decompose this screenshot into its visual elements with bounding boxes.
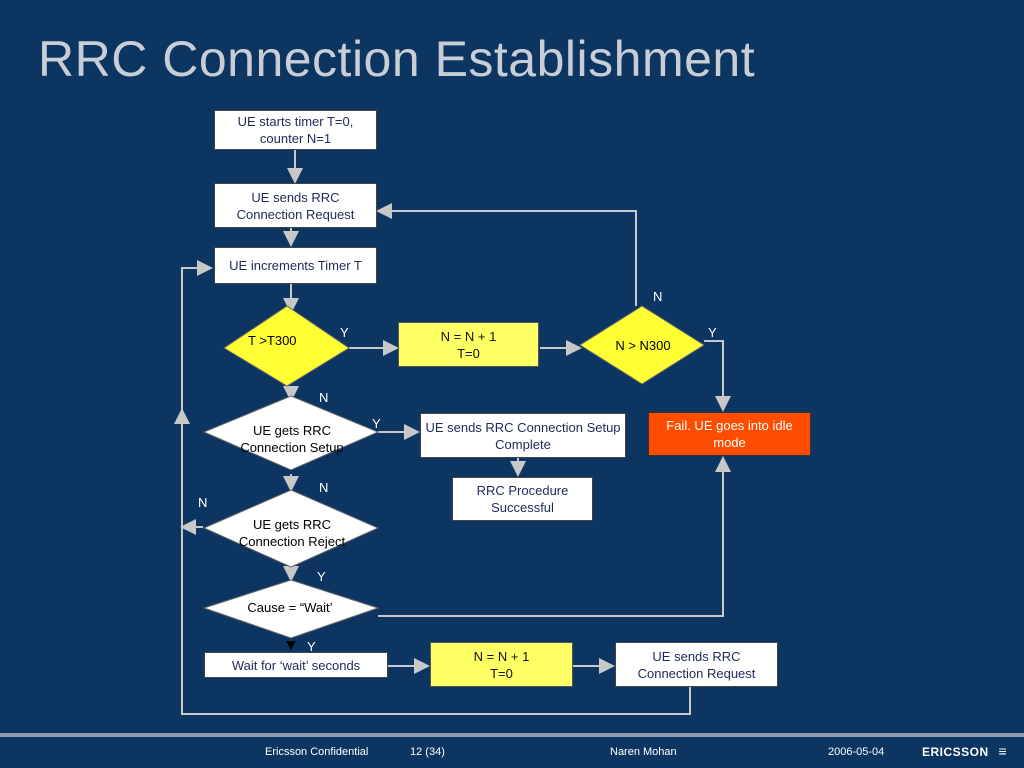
setup-label: UE gets RRC Connection Setup xyxy=(240,423,344,455)
label-y-reject: Y xyxy=(317,569,326,584)
increment-n-text-bottom: N = N + 1 T=0 xyxy=(473,648,530,681)
label-n-t300: N xyxy=(319,390,329,405)
reject-label: UE gets RRC Connection Reject xyxy=(238,517,346,549)
increment-timer-box: UE increments Timer T xyxy=(214,247,377,284)
wait-label: Cause = “Wait’ xyxy=(247,600,333,615)
decision-reject xyxy=(202,489,380,568)
label-y-t300: Y xyxy=(340,325,349,340)
arrow-wait-to-waitbox xyxy=(286,641,296,650)
footer-divider xyxy=(0,733,1024,737)
decision-setup xyxy=(202,395,380,471)
ericsson-logo: ERICSSON ≡ xyxy=(922,743,1007,759)
success-box: RRC Procedure Successful xyxy=(452,477,593,521)
arrow-n300-loop-to-request xyxy=(376,203,637,306)
slide-title: RRC Connection Establishment xyxy=(38,31,756,87)
label-y-setup: Y xyxy=(372,416,381,431)
arrow-loop-to-timer xyxy=(181,260,691,715)
footer-page: 12 (34) xyxy=(410,746,445,758)
start-box: UE starts timer T=0, counter N=1 xyxy=(214,110,377,150)
t300-label: T >T300 xyxy=(248,333,297,348)
decision-wait xyxy=(202,579,380,639)
footer-date: 2006-05-04 xyxy=(828,746,885,758)
send-complete-box: UE sends RRC Connection Setup Complete xyxy=(420,413,626,458)
decision-n300 xyxy=(579,305,705,385)
label-y-wait: Y xyxy=(307,639,316,654)
arrow-n300-to-fail xyxy=(704,340,731,412)
logo-mark-icon: ≡ xyxy=(998,743,1008,759)
footer-author: Naren Mohan xyxy=(610,746,677,758)
label-n-setup: N xyxy=(319,480,329,495)
increment-n-text: N = N + 1 T=0 xyxy=(440,328,497,361)
decision-t300 xyxy=(223,305,350,387)
fail-box: Fail. UE goes into idle mode xyxy=(648,412,811,456)
send-request-box-2: UE sends RRC Connection Request xyxy=(615,642,778,687)
logo-text: ERICSSON xyxy=(922,745,989,759)
arrow-wait-to-fail xyxy=(378,456,731,617)
label-n-top: N xyxy=(653,289,663,304)
footer-confidential: Ericsson Confidential xyxy=(265,746,369,758)
label-y-n300: Y xyxy=(708,325,717,340)
n300-label: N > N300 xyxy=(615,338,671,353)
send-request-box: UE sends RRC Connection Request xyxy=(214,183,377,228)
label-n-left: N xyxy=(198,495,208,510)
increment-n-box-top: N = N + 1 T=0 xyxy=(398,322,539,367)
wait-seconds-box: Wait for ‘wait’ seconds xyxy=(204,652,388,678)
increment-n-box-bottom: N = N + 1 T=0 xyxy=(430,642,573,687)
